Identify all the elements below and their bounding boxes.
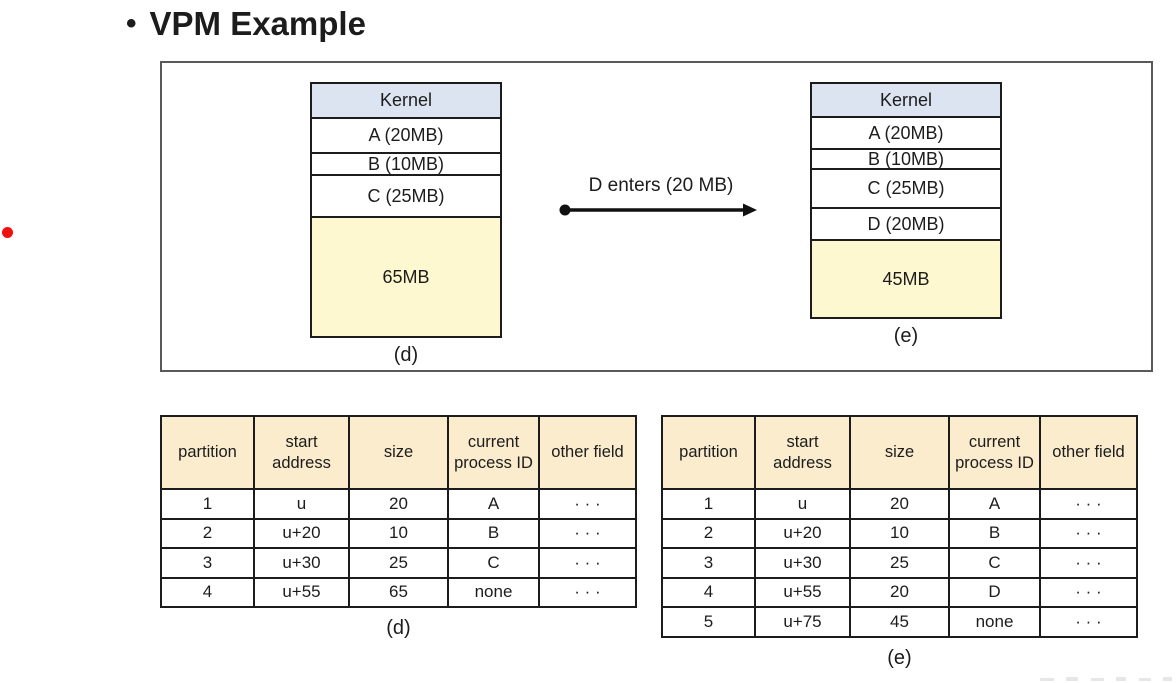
red-pointer-dot	[2, 227, 13, 238]
table-cell: · · ·	[538, 517, 637, 549]
table-cell: u	[754, 488, 851, 520]
column-header-current-process-id: current process ID	[948, 415, 1041, 490]
table-cell: u+20	[253, 517, 350, 549]
table-cell: u+55	[253, 576, 350, 608]
table-cell: 5	[661, 606, 756, 638]
table-cell: · · ·	[1039, 547, 1138, 579]
table-cell: none	[447, 576, 540, 608]
memory-block-b-10mb: B (10MB)	[312, 152, 500, 174]
table-cell: 25	[348, 547, 449, 579]
right-arrow-icon	[559, 203, 757, 217]
table-cell: D	[948, 576, 1041, 608]
table-cell: B	[447, 517, 540, 549]
diagram-caption: (d)	[393, 344, 419, 366]
column-header-partition: partition	[661, 415, 756, 490]
column-header-other-field: other field	[1039, 415, 1138, 490]
table-cell: 1	[160, 488, 255, 520]
memory-block-d-20mb: D (20MB)	[812, 207, 1000, 239]
column-header-start-address: start address	[253, 415, 350, 490]
table-cell: none	[948, 606, 1041, 638]
table-cell: 10	[849, 517, 950, 549]
table-cell: 1	[661, 488, 756, 520]
memory-block-c-25mb: C (25MB)	[812, 168, 1000, 207]
table-cell: 20	[348, 488, 449, 520]
table-cell: 4	[661, 576, 756, 608]
table-cell: 4	[160, 576, 255, 608]
column-header-start-address: start address	[754, 415, 851, 490]
table-cell: C	[948, 547, 1041, 579]
table-caption: (e)	[887, 646, 912, 669]
table-cell: u+30	[253, 547, 350, 579]
memory-block-kernel: Kernel	[812, 84, 1000, 116]
table-cell: 25	[849, 547, 950, 579]
table-cell: · · ·	[1039, 576, 1138, 608]
cropped-text-artifact	[1040, 673, 1172, 681]
table-cell: A	[447, 488, 540, 520]
memory-block-b-10mb: B (10MB)	[812, 148, 1000, 169]
table-cell: u	[253, 488, 350, 520]
column-header-size: size	[348, 415, 449, 490]
table-caption: (d)	[386, 617, 411, 639]
column-header-partition: partition	[160, 415, 255, 490]
table-cell: · · ·	[538, 547, 637, 579]
table-cell: B	[948, 517, 1041, 549]
table-cell: 2	[661, 517, 756, 549]
memory-block-45mb: 45MB	[812, 239, 1000, 317]
memory-block-a-20mb: A (20MB)	[312, 117, 500, 152]
column-header-current-process-id: current process ID	[447, 415, 540, 490]
page-title: VPM Example	[149, 5, 366, 42]
memory-block-c-25mb: C (25MB)	[312, 174, 500, 216]
transition-label: D enters (20 MB)	[588, 175, 734, 196]
table-cell: u+55	[754, 576, 851, 608]
table-cell: · · ·	[538, 488, 637, 520]
table-cell: 3	[661, 547, 756, 579]
table-cell: u+20	[754, 517, 851, 549]
column-header-other-field: other field	[538, 415, 637, 490]
column-header-size: size	[849, 415, 950, 490]
bullet-marker: •	[126, 7, 137, 40]
table-cell: · · ·	[1039, 488, 1138, 520]
memory-block-kernel: Kernel	[312, 84, 500, 117]
slide-title-row: • VPM Example	[126, 5, 366, 43]
memory-block-a-20mb: A (20MB)	[812, 116, 1000, 148]
memory-block-65mb: 65MB	[312, 216, 500, 336]
table-cell: · · ·	[538, 576, 637, 608]
diagram-caption: (e)	[893, 325, 919, 347]
table-cell: 3	[160, 547, 255, 579]
table-cell: C	[447, 547, 540, 579]
table-cell: u+75	[754, 606, 851, 638]
table-cell: · · ·	[1039, 517, 1138, 549]
table-cell: · · ·	[1039, 606, 1138, 638]
table-cell: 65	[348, 576, 449, 608]
table-cell: 45	[849, 606, 950, 638]
table-cell: 20	[849, 488, 950, 520]
table-cell: 2	[160, 517, 255, 549]
table-cell: u+30	[754, 547, 851, 579]
table-cell: 20	[849, 576, 950, 608]
table-cell: 10	[348, 517, 449, 549]
table-cell: A	[948, 488, 1041, 520]
